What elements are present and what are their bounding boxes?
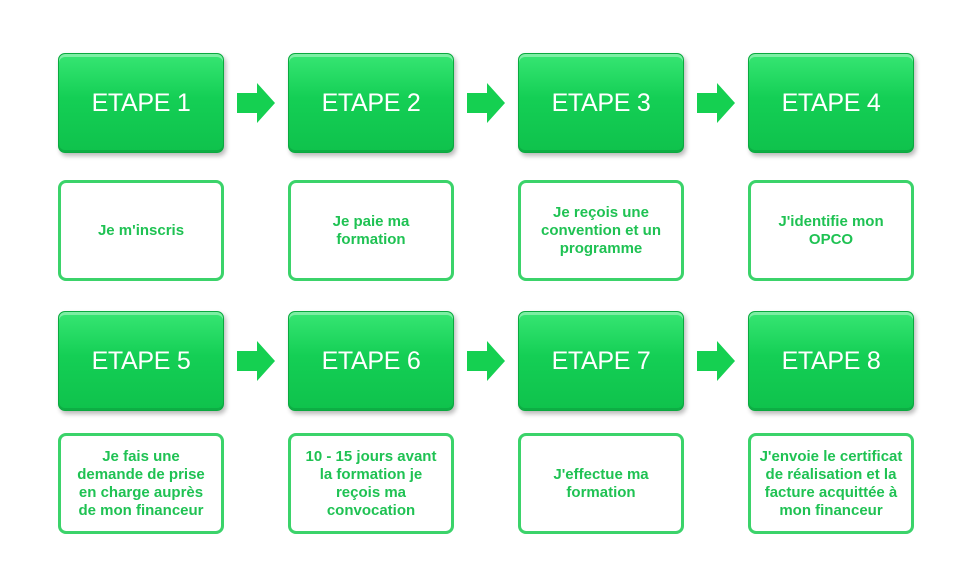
step-8-text: J'envoie le certificat de réalisation et… [759,447,903,519]
step-1-label: ETAPE 1 [91,88,191,117]
step-3-text: Je reçois une convention et un programme [541,203,661,257]
step-4-text: J'identifie mon OPCO [778,212,884,248]
step-7-text: J'effectue ma formation [553,465,649,501]
step-7-box: ETAPE 7 [518,311,684,411]
step-6-description: 10 - 15 jours avant la formation je reço… [288,433,454,534]
step-7-description: J'effectue ma formation [518,433,684,534]
arrow-right-icon [237,83,275,123]
step-4-description: J'identifie mon OPCO [748,180,914,281]
step-3-box: ETAPE 3 [518,53,684,153]
step-1-text: Je m'inscris [97,221,185,239]
step-2-box: ETAPE 2 [288,53,454,153]
step-3-label: ETAPE 3 [551,88,651,117]
step-4-box: ETAPE 4 [748,53,914,153]
step-5-text: Je fais une demande de prise en charge a… [77,447,205,519]
step-2-label: ETAPE 2 [321,88,421,117]
step-5-description: Je fais une demande de prise en charge a… [58,433,224,534]
step-3-description: Je reçois une convention et un programme [518,180,684,281]
step-1-description: Je m'inscris [58,180,224,281]
arrow-right-icon [237,341,275,381]
step-8-label: ETAPE 8 [781,346,881,375]
step-2-text: Je paie ma formation [332,212,410,248]
step-2-description: Je paie ma formation [288,180,454,281]
step-6-box: ETAPE 6 [288,311,454,411]
step-7-label: ETAPE 7 [551,346,651,375]
step-4-label: ETAPE 4 [781,88,881,117]
arrow-right-icon [697,341,735,381]
arrow-right-icon [697,83,735,123]
arrow-right-icon [467,341,505,381]
step-1-box: ETAPE 1 [58,53,224,153]
step-5-box: ETAPE 5 [58,311,224,411]
step-6-text: 10 - 15 jours avant la formation je reço… [305,447,437,519]
step-8-description: J'envoie le certificat de réalisation et… [748,433,914,534]
step-8-box: ETAPE 8 [748,311,914,411]
arrow-right-icon [467,83,505,123]
step-6-label: ETAPE 6 [321,346,421,375]
step-5-label: ETAPE 5 [91,346,191,375]
